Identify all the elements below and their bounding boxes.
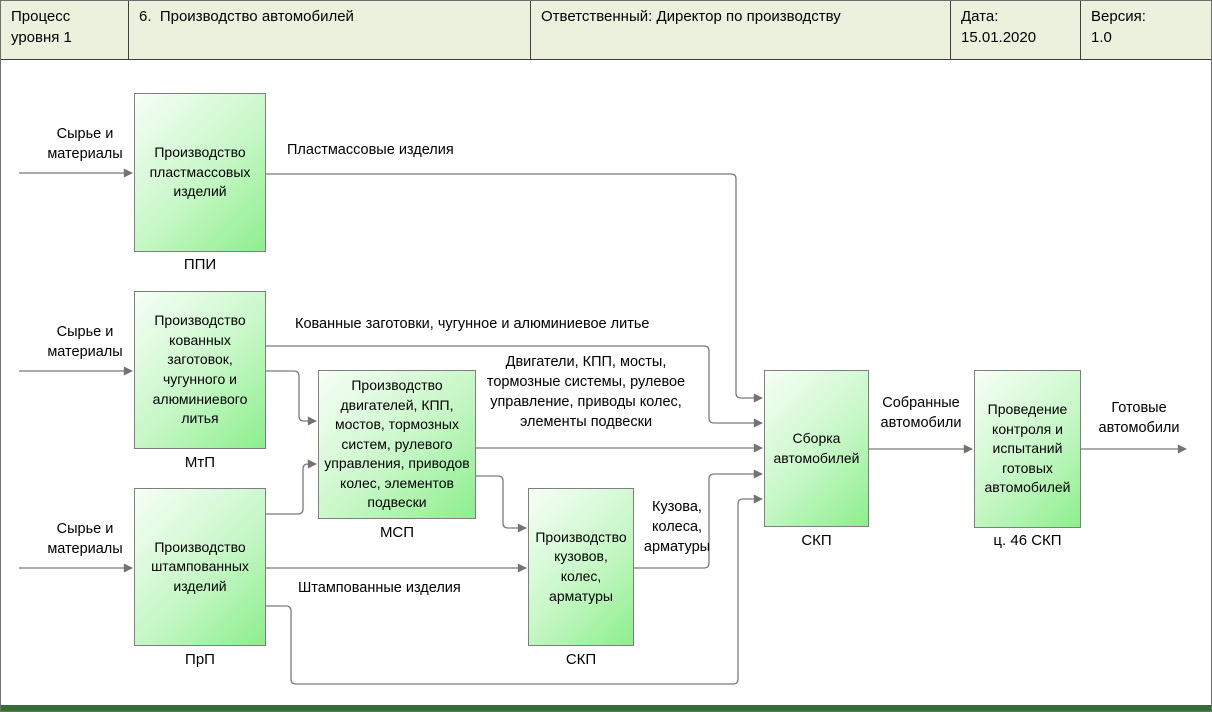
flow-label-bodies: Кузова, колеса, арматуры [643, 499, 711, 555]
process-box-stamping[interactable]: Производство штампованных изделий [134, 488, 266, 646]
process-box-plastics[interactable]: Производство пластмассовых изделий [134, 93, 266, 252]
header-date-value: 15.01.2020 [961, 28, 1037, 46]
tag-ppi: ППИ [183, 256, 217, 273]
process-box-bodies[interactable]: Производство кузовов, колес, арматуры [528, 488, 634, 646]
tag-msp: МСП [379, 524, 415, 541]
flow-label-assembled: Собранные автомобили [880, 395, 962, 431]
process-box-forging[interactable]: Производство кованных заготовок, чугунно… [134, 291, 266, 449]
flow-label-engines: Двигатели, КПП, мосты, тормозные системы… [486, 354, 686, 430]
tag-skp-bodies: СКП [565, 651, 597, 668]
bottom-status-bar [1, 705, 1211, 711]
flow-label-plastics: Пластмассовые изделия [287, 142, 454, 158]
process-box-assembly[interactable]: Сборка автомобилей [764, 370, 869, 527]
header-date: Дата: 15.01.2020 [951, 1, 1081, 59]
process-box-testing[interactable]: Проведение контроля и испытаний готовых … [974, 370, 1081, 528]
input-label-raw-materials-1: Сырье и материалы [47, 126, 123, 162]
tag-skp-assembly: СКП [801, 532, 832, 549]
header-date-label: Дата: [961, 8, 999, 25]
header-process-title: 6. Производство автомобилей [129, 1, 531, 59]
input-label-raw-materials-3: Сырье и материалы [47, 521, 123, 557]
process-box-engines[interactable]: Производство двигателей, КПП, мостов, то… [318, 370, 476, 519]
flow-label-stamped: Штампованные изделия [298, 580, 461, 596]
tag-c46-skp: ц. 46 СКП [993, 532, 1062, 549]
arrow-mtp-to-msp [266, 370, 317, 426]
flow-label-forged: Кованные заготовки, чугунное и алюминиев… [295, 316, 650, 332]
header-version-value: 1.0 [1091, 28, 1112, 46]
arrow-prp-to-msp [266, 459, 317, 515]
input-label-raw-materials-2: Сырье и материалы [47, 324, 123, 360]
tag-mtp: МтП [184, 454, 216, 471]
header-version-label: Версия: [1091, 8, 1146, 25]
header-responsible: Ответственный: Директор по производству [531, 1, 951, 59]
header-version: Версия: 1.0 [1081, 1, 1211, 59]
arrow-msp-to-skp [476, 475, 527, 533]
header-process-level: Процесс уровня 1 [1, 1, 129, 59]
flow-label-finished: Готовые автомобили [1098, 400, 1180, 436]
diagram-header: Процесс уровня 1 6. Производство автомоб… [1, 1, 1211, 60]
tag-prp: ПрП [185, 651, 215, 668]
